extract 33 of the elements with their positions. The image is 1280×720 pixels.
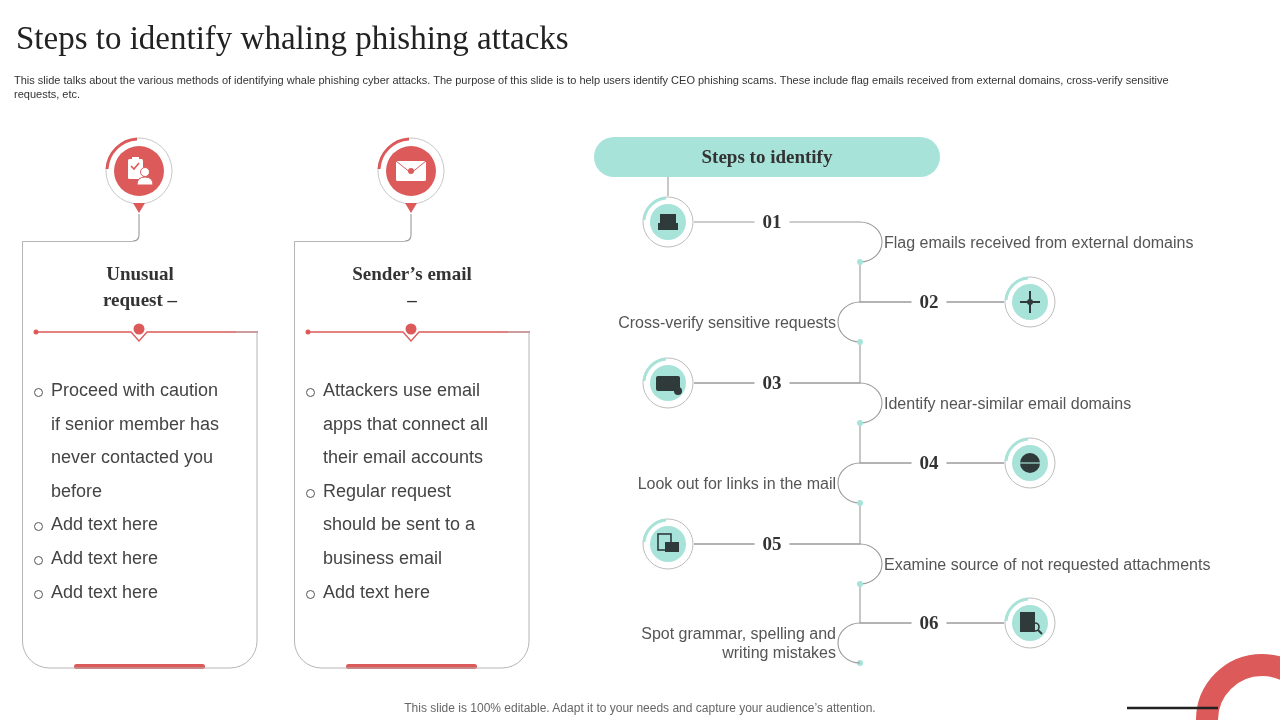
step-text: Spot grammar, spelling and writing mistakes	[626, 624, 836, 662]
card-heading: Unusual request –	[101, 262, 179, 312]
connector-line	[404, 213, 412, 242]
step-text: Look out for links in the mail	[556, 473, 836, 493]
bullet-item: Add text here	[34, 508, 230, 542]
bullet-item: Add text here	[34, 541, 230, 576]
clipboard-user-icon	[104, 136, 174, 214]
connector-line	[132, 213, 140, 242]
bullet-item: Proceed with caution if senior member has never contacted you before	[34, 374, 230, 509]
image-file-icon	[642, 518, 694, 570]
step-text: Flag emails received from external domains	[884, 232, 1234, 252]
card-heading: Sender’s email –	[352, 262, 472, 312]
footer-note: This slide is 100% editable. Adapt it to your needs and capture your audience’s attention.	[403, 701, 877, 715]
heading-pill	[594, 137, 940, 177]
bullet-item: Regular request should be sent to a business email	[306, 474, 502, 576]
bullet-item: Attackers use email apps that connect all their email accounts	[306, 374, 502, 475]
pill-heading: Steps to identify	[701, 146, 833, 168]
id-card-icon	[642, 357, 694, 409]
step-text: Examine source of not requested attachments	[884, 554, 1234, 574]
text-card	[22, 241, 258, 668]
description-text: This slide talks about the various methods of identifying whale phishing cyber attacks. The purpose of this slide is to help users identify CEO phishing scams. These include flag emails received from external domains, cross-verify sensitive requests, etc.	[14, 73, 1170, 101]
slide-title: Steps to identify whaling phishing attacks	[16, 20, 569, 57]
step-text: Identify near-similar email domains	[884, 393, 1234, 413]
document-search-icon	[1004, 597, 1056, 649]
network-icon	[1004, 276, 1056, 328]
bullet-item: Add text here	[306, 575, 502, 610]
bullet-item: Add text here	[34, 575, 230, 610]
text-card	[294, 241, 530, 668]
globe-icon	[1004, 437, 1056, 489]
step-text: Cross-verify sensitive requests	[556, 312, 836, 332]
envelope-icon	[376, 136, 446, 214]
inbox-icon	[642, 196, 694, 248]
connector-line	[667, 176, 669, 197]
